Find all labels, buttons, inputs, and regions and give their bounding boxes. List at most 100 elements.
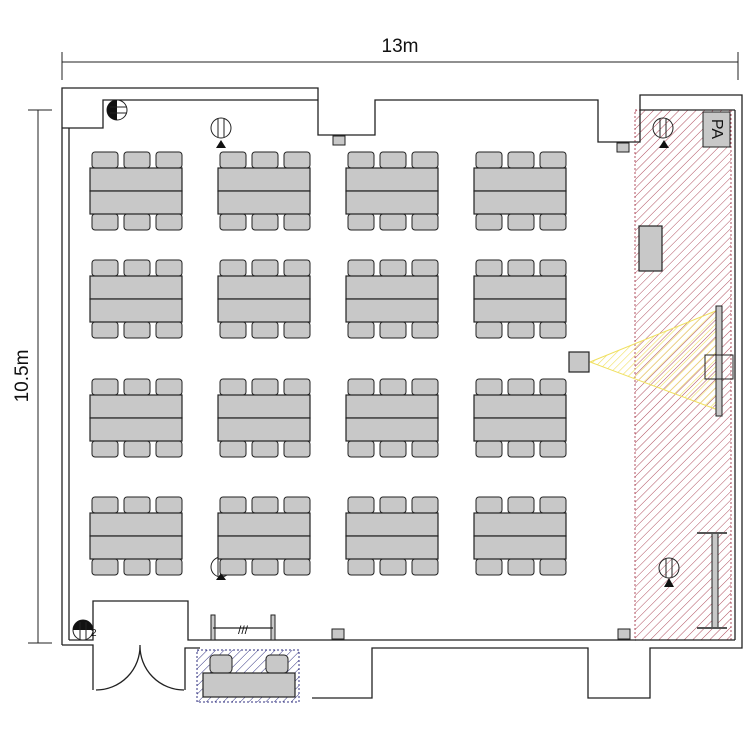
chair [219,259,247,277]
chair [283,558,311,576]
speaker-icon [210,117,232,148]
projector [568,351,590,373]
table [473,298,567,323]
chair [507,213,535,231]
table [89,190,183,215]
chair [507,151,535,169]
chair [91,321,119,339]
chair [91,151,119,169]
table [89,275,183,300]
chair [475,213,503,231]
chair [507,321,535,339]
chair [123,213,151,231]
chair [251,378,279,396]
storage-area [196,649,300,703]
chair [91,213,119,231]
screen [704,305,734,417]
outlet-badge: 2 [91,628,97,639]
table [217,298,311,323]
chair [123,259,151,277]
chair [379,440,407,458]
chair [219,496,247,514]
chair [219,558,247,576]
chair [347,440,375,458]
chair [91,378,119,396]
chair [379,321,407,339]
table [345,417,439,442]
chair [155,213,183,231]
table-group [89,378,183,458]
table [473,275,567,300]
chair [347,378,375,396]
table [217,167,311,192]
chair [347,496,375,514]
chair [155,558,183,576]
table-group [473,378,567,458]
chair [475,558,503,576]
chair [507,558,535,576]
table-group [217,378,311,458]
chair [283,213,311,231]
table [345,275,439,300]
chair [251,558,279,576]
table-group [473,496,567,576]
chair [347,558,375,576]
chair [219,213,247,231]
chair [475,151,503,169]
table [473,535,567,560]
chair [251,440,279,458]
chair [123,151,151,169]
chair [475,496,503,514]
table [217,535,311,560]
rack: /// [210,614,276,641]
chair [251,321,279,339]
width-label: 13m [382,36,419,57]
table [473,167,567,192]
pa-box [702,111,731,148]
table-group [345,151,439,231]
chair [539,496,567,514]
chair [411,259,439,277]
table [473,394,567,419]
table [345,394,439,419]
light-fixture-icon [106,99,128,121]
chair [91,558,119,576]
chair [379,213,407,231]
table-group [345,259,439,339]
chair [475,378,503,396]
chair [411,213,439,231]
table-group [217,496,311,576]
width-dimension: 13m [61,36,739,80]
table-group [89,496,183,576]
table [345,190,439,215]
chair [507,259,535,277]
table [89,167,183,192]
chair [155,151,183,169]
whiteboard [697,532,727,629]
chair [539,259,567,277]
table [473,190,567,215]
chair [91,259,119,277]
chair [379,259,407,277]
speaker-icon [658,557,680,587]
chair [539,151,567,169]
chair [379,151,407,169]
chair [219,440,247,458]
chair [283,378,311,396]
chair [539,440,567,458]
chair [283,151,311,169]
chair [347,321,375,339]
chair [155,321,183,339]
table [217,512,311,537]
chair [411,321,439,339]
chair [379,496,407,514]
chair [347,259,375,277]
table-group [89,259,183,339]
table [345,512,439,537]
outlet-icon: 2 [72,619,97,641]
table [89,298,183,323]
chair [123,440,151,458]
chair [251,213,279,231]
table [345,298,439,323]
chair [507,496,535,514]
